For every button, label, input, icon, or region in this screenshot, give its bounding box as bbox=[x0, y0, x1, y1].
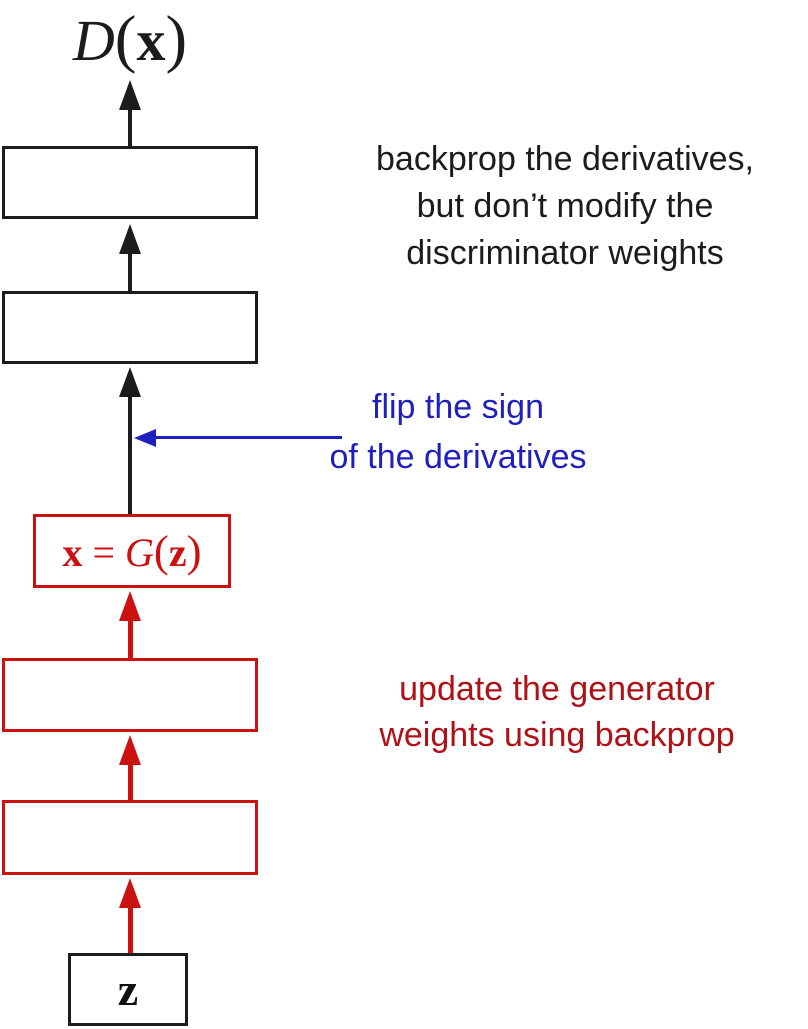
arrow-shaft bbox=[128, 100, 132, 148]
arrow-shaft bbox=[154, 436, 342, 439]
arrow-head bbox=[119, 591, 141, 621]
note-line: but don’t modify the bbox=[416, 187, 714, 225]
note-line: discriminator weights bbox=[406, 234, 724, 272]
equals-sign: = bbox=[92, 530, 116, 575]
generator-layer-box-1 bbox=[2, 658, 258, 732]
discriminator-layer-box-1 bbox=[2, 146, 258, 219]
close-paren: ) bbox=[165, 3, 188, 75]
open-paren: ( bbox=[153, 526, 169, 576]
discriminator-output-label: D(x) bbox=[50, 2, 210, 77]
note-line: of the derivatives bbox=[329, 438, 587, 476]
math-z-symbol: z bbox=[168, 530, 187, 575]
arrow-shaft bbox=[128, 755, 133, 800]
generator-output-label: x=G(z) bbox=[62, 525, 201, 577]
math-x-symbol: x bbox=[62, 530, 83, 575]
arrow-head bbox=[119, 878, 141, 908]
arrow-head bbox=[119, 80, 141, 110]
arrow-shaft bbox=[128, 387, 132, 514]
note-line: backprop the derivatives, bbox=[376, 140, 754, 178]
close-paren: ) bbox=[186, 526, 202, 576]
arrow-shaft bbox=[128, 898, 133, 953]
discriminator-layer-box-2 bbox=[2, 291, 258, 364]
flip-sign-note: flip the sign of the derivatives bbox=[278, 382, 638, 482]
generator-note: update the generator weights using backp… bbox=[317, 666, 797, 758]
arrow-head bbox=[119, 367, 141, 397]
generator-layer-box-2 bbox=[2, 800, 258, 875]
arrow-shaft bbox=[128, 244, 132, 291]
noise-box: z bbox=[68, 953, 188, 1026]
math-d-symbol: D bbox=[72, 8, 115, 73]
arrow-head bbox=[134, 429, 156, 447]
arrow-shaft bbox=[128, 611, 133, 658]
note-line: update the generator bbox=[399, 670, 715, 708]
noise-label: z bbox=[117, 964, 139, 1015]
generator-output-box: x=G(z) bbox=[33, 514, 231, 588]
math-x-symbol: x bbox=[136, 8, 166, 73]
note-line: weights using backprop bbox=[379, 716, 735, 754]
arrow-head bbox=[119, 224, 141, 254]
note-line: flip the sign bbox=[372, 388, 544, 426]
math-g-symbol: G bbox=[125, 530, 154, 575]
arrow-head bbox=[119, 735, 141, 765]
discriminator-note: backprop the derivatives, but don’t modi… bbox=[325, 136, 805, 277]
open-paren: ( bbox=[114, 3, 137, 75]
